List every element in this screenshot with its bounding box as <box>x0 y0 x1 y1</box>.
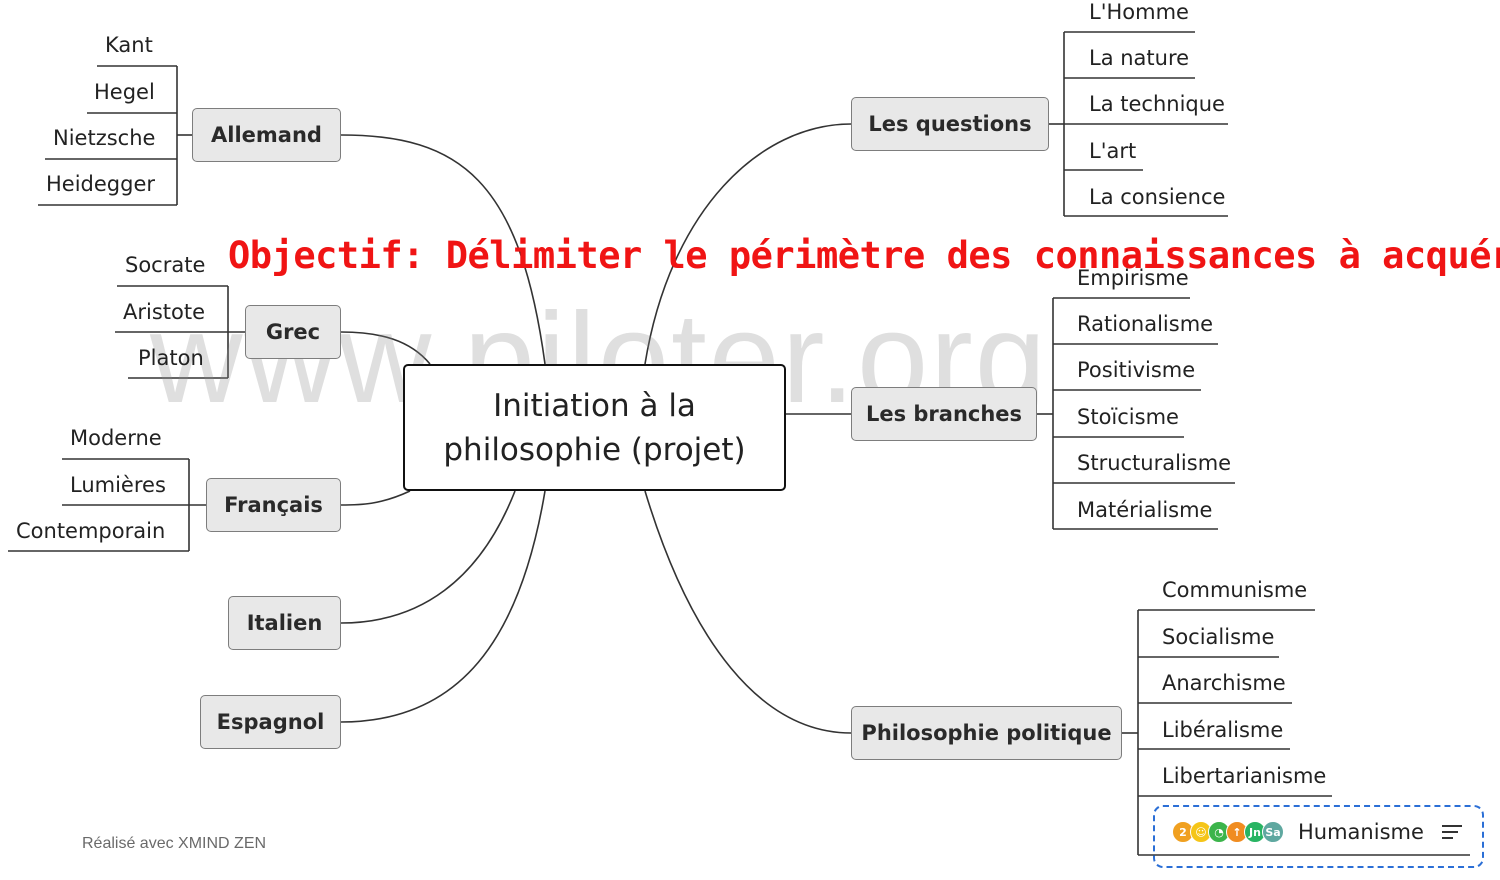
subtopic-lumieres[interactable]: Lumières <box>70 473 166 497</box>
subtopic-nietzsche[interactable]: Nietzsche <box>53 126 156 150</box>
subtopic-la-nature[interactable]: La nature <box>1089 46 1190 70</box>
central-topic[interactable]: Initiation à la philosophie (projet) <box>403 364 786 491</box>
subtopic-empirisme[interactable]: Empirisme <box>1077 266 1189 290</box>
sa-icon: Sa <box>1262 821 1284 843</box>
topic-label: Les questions <box>868 112 1032 136</box>
topic-italien[interactable]: Italien <box>228 596 341 650</box>
notes-menu-icon[interactable] <box>1441 821 1462 843</box>
subtopic-aristote[interactable]: Aristote <box>123 300 206 324</box>
subtopic-hegel[interactable]: Hegel <box>94 80 155 104</box>
central-topic-label: Initiation à la philosophie (projet) <box>443 387 746 468</box>
subtopic-contemporain[interactable]: Contemporain <box>16 519 166 543</box>
subtopic-liberalisme[interactable]: Libéralisme <box>1162 718 1284 742</box>
subtopic-socialisme[interactable]: Socialisme <box>1162 625 1275 649</box>
objective-banner: Objectif: Délimiter le périmètre des con… <box>228 234 1500 277</box>
topic-grec[interactable]: Grec <box>245 305 341 359</box>
subtopic-socrate[interactable]: Socrate <box>125 253 206 277</box>
subtopic-l-homme[interactable]: L'Homme <box>1089 0 1189 24</box>
subtopic-rationalisme[interactable]: Rationalisme <box>1077 312 1214 336</box>
subtopic-libertarianisme[interactable]: Libertarianisme <box>1162 764 1327 788</box>
topic-label: Allemand <box>211 123 322 147</box>
subtopic-communisme[interactable]: Communisme <box>1162 578 1308 602</box>
humanisme-label: Humanisme <box>1298 820 1424 844</box>
topic-label: Grec <box>265 320 321 344</box>
subtopic-materialisme[interactable]: Matérialisme <box>1077 498 1213 522</box>
subtopic-platon[interactable]: Platon <box>138 346 204 370</box>
selection-outline <box>1153 805 1484 868</box>
topic-les-branches[interactable]: Les branches <box>851 387 1037 441</box>
topic-label: Français <box>224 493 323 517</box>
subtopic-humanisme[interactable]: 2 ☺ ◔ ↑ Jn Sa Humanisme <box>1172 820 1462 844</box>
topic-label: Espagnol <box>216 710 325 734</box>
topic-label: Les branches <box>865 402 1023 426</box>
topic-label: Italien <box>246 611 323 635</box>
topic-label: Philosophie politique <box>861 721 1112 745</box>
subtopic-structuralisme[interactable]: Structuralisme <box>1077 451 1232 475</box>
subtopic-positivisme[interactable]: Positivisme <box>1077 358 1196 382</box>
subtopic-kant[interactable]: Kant <box>105 33 153 57</box>
marker-group: 2 ☺ ◔ ↑ Jn Sa <box>1172 821 1284 843</box>
topic-philosophie-politique[interactable]: Philosophie politique <box>851 706 1122 760</box>
topic-allemand[interactable]: Allemand <box>192 108 341 162</box>
subtopic-heidegger[interactable]: Heidegger <box>46 172 156 196</box>
subtopic-la-technique[interactable]: La technique <box>1089 92 1225 116</box>
credit-text: Réalisé avec XMIND ZEN <box>82 835 267 852</box>
topic-espagnol[interactable]: Espagnol <box>200 695 341 749</box>
subtopic-anarchisme[interactable]: Anarchisme <box>1162 671 1286 695</box>
topic-francais[interactable]: Français <box>206 478 341 532</box>
subtopic-l-art[interactable]: L'art <box>1089 139 1137 163</box>
topic-les-questions[interactable]: Les questions <box>851 97 1049 151</box>
subtopic-stoicisme[interactable]: Stoïcisme <box>1077 405 1179 429</box>
subtopic-la-consience[interactable]: La consience <box>1089 185 1226 209</box>
subtopic-moderne[interactable]: Moderne <box>70 426 162 450</box>
